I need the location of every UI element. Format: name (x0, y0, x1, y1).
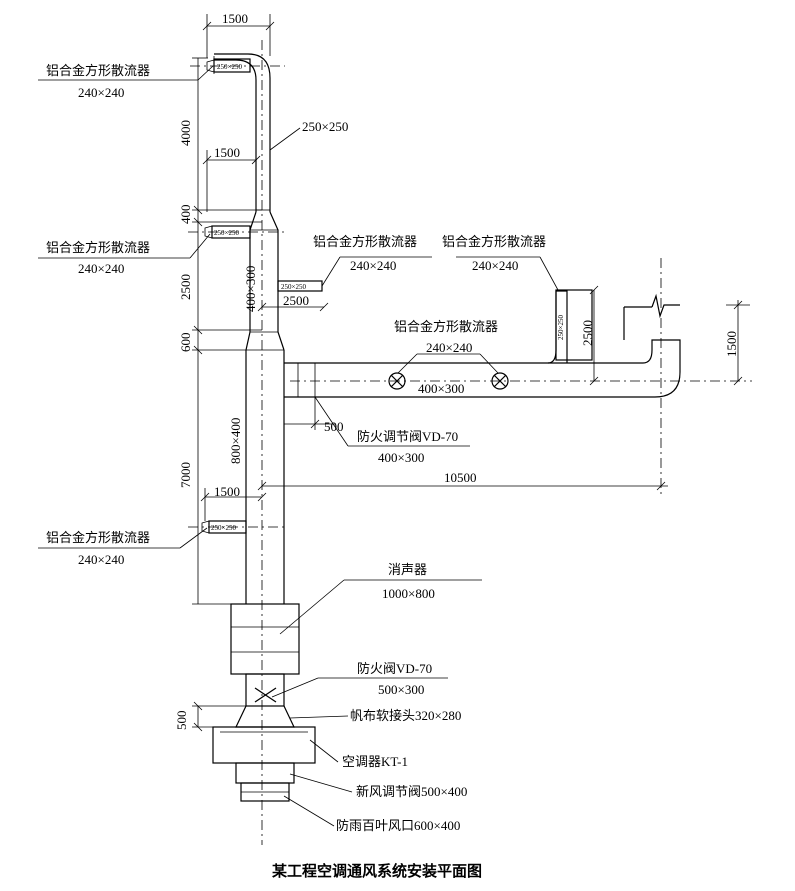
diffuser-1-size: 240×240 (78, 85, 124, 100)
diffuser-1-name: 铝合金方形散流器 (46, 63, 150, 78)
leader-fd-main-tip (271, 677, 319, 698)
branch-diffuser-2 (491, 372, 509, 390)
silencer (230, 603, 300, 675)
right-riser-neck: 250×250 (557, 315, 565, 340)
duct-250-label: 250×250 (302, 119, 348, 134)
leader-flex-joint (289, 715, 349, 719)
leader-diffuser-1-tip (197, 65, 214, 81)
diffuser-mid-right: 250×250 (277, 280, 323, 292)
dim-500-branch (284, 397, 336, 430)
flex-joint (235, 705, 295, 728)
leader-250 (269, 127, 301, 151)
leader-diffuser-5-tip (539, 256, 559, 291)
diffuser-low: 250×250 (201, 520, 247, 534)
diffuser-5-size: 240×240 (472, 258, 518, 273)
duct-400x300-h-label: 400×300 (418, 381, 464, 396)
leader-ahu (309, 739, 339, 763)
fresh-air-label: 新风调节阀500×400 (356, 784, 467, 799)
dim-left-vertical (192, 57, 262, 605)
dim-400: 400 (178, 205, 193, 225)
dim-10500-text: 10500 (444, 470, 477, 485)
diffuser-mid-left-neck: 250×250 (214, 229, 239, 237)
louver (240, 782, 290, 802)
dim-4000: 4000 (178, 120, 193, 146)
fd-main-name: 防火阀VD-70 (357, 661, 432, 676)
silencer-size: 1000×800 (382, 586, 435, 601)
diffuser-6-size: 240×240 (426, 340, 472, 355)
duct-800x400-main (245, 349, 285, 604)
fd-main-size: 500×300 (378, 682, 424, 697)
duct-800x400-label: 800×400 (228, 418, 243, 464)
dim-2500-right (589, 285, 599, 386)
dim-1500-low (200, 488, 267, 521)
leader-fd-branch-tip (314, 396, 349, 447)
fire-damper-main (245, 673, 285, 707)
duct-400x300-v-label: 400×300 (243, 266, 258, 312)
dim-2500-branch (257, 302, 329, 312)
leader-silencer-tip (279, 579, 345, 635)
ahu-label: 空调器KT-1 (342, 754, 408, 769)
leader-diffuser-3-tip (179, 527, 208, 549)
diffuser-top-neck: 250×250 (217, 63, 242, 71)
flex-joint-label: 帆布软接头320×280 (350, 708, 461, 723)
dim-7000: 7000 (178, 462, 193, 488)
fresh-air-damper (235, 762, 295, 784)
dim-1500-2: 1500 (214, 145, 240, 160)
dim-500-ahu (192, 701, 246, 732)
diffuser-mid-right-neck: 250×250 (281, 283, 306, 291)
diffuser-3-name: 铝合金方形散流器 (46, 530, 150, 545)
louver-label: 防雨百叶风口600×400 (336, 818, 460, 833)
dim-500-h: 500 (324, 419, 344, 434)
branch-diffuser-1 (388, 372, 406, 390)
diffuser-4-name: 铝合金方形散流器 (313, 234, 417, 249)
ahu (212, 726, 316, 764)
dim-2500-h: 2500 (283, 293, 309, 308)
diffuser-mid-left: 250×250 (204, 225, 251, 239)
diffuser-4-size: 240×240 (350, 258, 396, 273)
diffuser-3-size: 240×240 (78, 552, 124, 567)
dim-1500-3: 1500 (214, 484, 240, 499)
diffuser-2-size: 240×240 (78, 261, 124, 276)
diffuser-5-name: 铝合金方形散流器 (442, 234, 546, 249)
dim-1500-right (726, 300, 750, 386)
leader-diffuser-6a (397, 353, 418, 374)
dim-2500-left: 2500 (178, 274, 193, 300)
dim-10500 (257, 481, 668, 491)
dim-500-left: 500 (174, 711, 189, 731)
dim-600: 600 (178, 333, 193, 353)
fd-branch-name: 防火调节阀VD-70 (357, 429, 458, 444)
leader-fresh-air (289, 773, 353, 793)
diffuser-low-neck: 250×250 (211, 524, 236, 532)
dim-2500-r: 2500 (580, 320, 595, 346)
dim-1500-mid (202, 150, 261, 212)
leader-louver (283, 795, 335, 827)
silencer-name: 消声器 (388, 562, 427, 577)
diffuser-6-name: 铝合金方形散流器 (394, 319, 498, 334)
diagram-title: 某工程空调通风系统安装平面图 (272, 862, 482, 880)
diffuser-top: 250×250 (206, 58, 251, 73)
leader-diffuser-4-tip (321, 256, 341, 287)
duct-400x300-horizontal (284, 289, 681, 398)
dim-1500-1: 1500 (222, 11, 248, 26)
dim-1500-r: 1500 (724, 331, 739, 357)
dim-1500-top (202, 14, 275, 58)
diffuser-2-name: 铝合金方形散流器 (46, 240, 150, 255)
leader-diffuser-2-tip (189, 233, 211, 259)
fd-branch-size: 400×300 (378, 450, 424, 465)
leader-diffuser-6b (479, 353, 499, 374)
